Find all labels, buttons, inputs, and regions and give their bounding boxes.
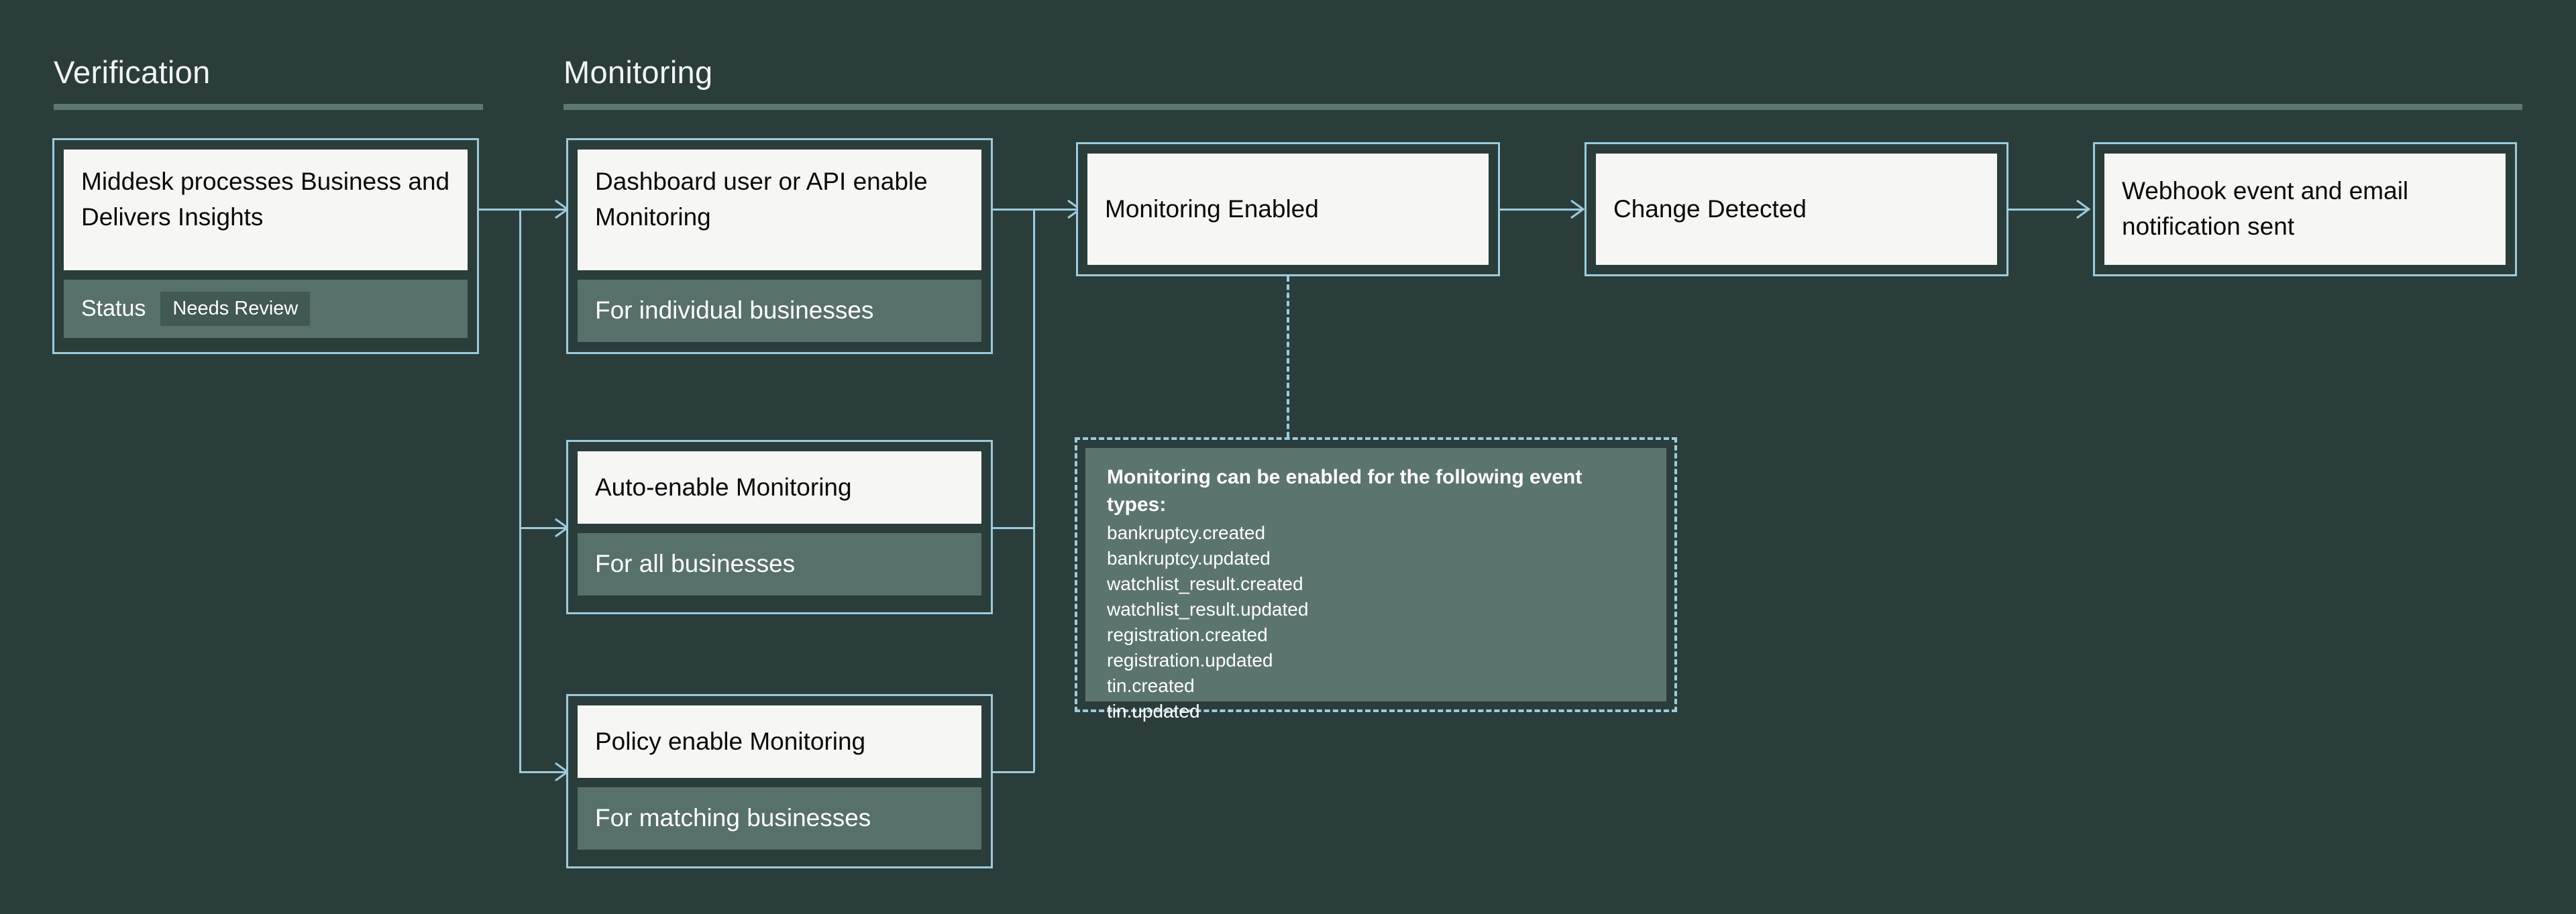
node-auto-enable[interactable]: Auto-enable Monitoring For all businesse…: [566, 440, 993, 614]
connector-change-detected-to-webhook: [2006, 209, 2088, 211]
node-change-detected[interactable]: Change Detected: [1585, 142, 2008, 276]
arrow-head-webhook: [2076, 199, 2091, 219]
status-badge: Needs Review: [160, 292, 311, 326]
connector-monitoring-enabled-to-change-detected: [1500, 209, 1582, 211]
connector-merge-to-monitoring-enabled: [1033, 209, 1079, 211]
connector-policy-enable-to-merge: [991, 771, 1034, 773]
note-event-type-item: tin.updated: [1107, 701, 1200, 722]
arrow-head-change-detected: [1570, 199, 1585, 219]
node-dashboard-api-enable-title: Dashboard user or API enable Monitoring: [578, 150, 981, 270]
node-dashboard-api-enable-subtitle: For individual businesses: [578, 280, 981, 342]
section-rule-verification: [54, 104, 483, 110]
node-policy-enable-subtitle: For matching businesses: [578, 787, 981, 850]
note-event-types-inner: Monitoring can be enabled for the follow…: [1085, 448, 1666, 722]
status-label: Status: [81, 296, 146, 321]
node-middesk-processes[interactable]: Middesk processes Business and Delivers …: [52, 138, 479, 354]
note-event-type-item: tin.created: [1107, 675, 1195, 697]
connector-branch-auto-enable: [519, 527, 566, 529]
note-event-type-item: registration.created: [1107, 624, 1268, 645]
note-event-type-item: bankruptcy.updated: [1107, 547, 1271, 569]
note-event-types: Monitoring can be enabled for the follow…: [1075, 437, 1677, 722]
note-event-type-item: watchlist_result.created: [1107, 573, 1303, 594]
connector-dashed-monitoring-enabled-to-note: [1287, 276, 1289, 437]
node-auto-enable-title: Auto-enable Monitoring: [578, 451, 981, 524]
connector-auto-enable-to-merge: [991, 527, 1034, 529]
section-rule-monitoring: [564, 104, 2522, 110]
note-event-types-heading: Monitoring can be enabled for the follow…: [1107, 466, 1582, 516]
note-event-type-item: bankruptcy.created: [1107, 522, 1266, 543]
node-policy-enable-title: Policy enable Monitoring: [578, 705, 981, 778]
node-middesk-processes-status-row: Status Needs Review: [64, 280, 468, 338]
node-webhook-email-title: Webhook event and email notification sen…: [2104, 154, 2506, 265]
node-monitoring-enabled[interactable]: Monitoring Enabled: [1076, 142, 1500, 276]
note-event-type-item: watchlist_result.updated: [1107, 598, 1309, 620]
node-policy-enable[interactable]: Policy enable Monitoring For matching bu…: [566, 694, 993, 868]
node-change-detected-title: Change Detected: [1596, 154, 1997, 265]
note-event-type-item: registration.updated: [1107, 649, 1273, 671]
node-webhook-email[interactable]: Webhook event and email notification sen…: [2093, 142, 2517, 276]
connector-middesk-to-branch: [478, 209, 520, 211]
section-title-monitoring: Monitoring: [564, 54, 713, 90]
connector-merge-trunk: [1033, 209, 1035, 772]
node-auto-enable-subtitle: For all businesses: [578, 533, 981, 595]
connector-dashboard-to-merge: [991, 209, 1034, 211]
node-middesk-processes-title: Middesk processes Business and Delivers …: [64, 150, 468, 270]
connector-branch-policy-enable: [519, 771, 566, 773]
connector-branch-trunk: [519, 209, 521, 772]
node-monitoring-enabled-title: Monitoring Enabled: [1087, 154, 1489, 265]
node-dashboard-api-enable[interactable]: Dashboard user or API enable Monitoring …: [566, 138, 993, 354]
section-title-verification: Verification: [54, 54, 211, 90]
connector-branch-dashboard: [519, 209, 566, 211]
